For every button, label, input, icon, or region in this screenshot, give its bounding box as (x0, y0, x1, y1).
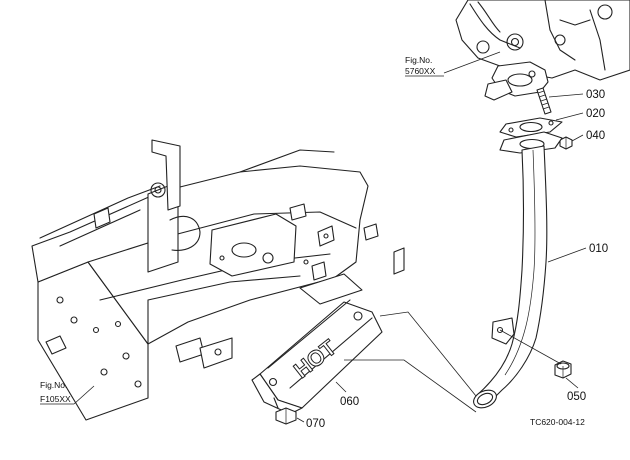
engine-figure-reference: Fig.No. 5760XX (405, 55, 444, 77)
label-050: 050 (567, 391, 586, 403)
bolt-070 (273, 397, 297, 425)
engine-fig-title: Fig.No. (405, 55, 432, 65)
nut-040 (559, 136, 573, 150)
bolt-050 (554, 360, 572, 379)
engine-block (455, 0, 630, 101)
drawing-code: TC620-004-12 (530, 417, 585, 427)
stud-bolt-030 (536, 87, 552, 115)
tractor-frame (31, 139, 405, 421)
label-040: 040 (586, 130, 605, 142)
label-010: 010 (589, 243, 608, 255)
label-060: 060 (340, 396, 359, 408)
engine-fig-number: 5760XX (405, 66, 436, 76)
frame-figure-reference: Fig.No. F105XX (40, 380, 95, 405)
label-070: 070 (306, 418, 325, 430)
heat-cover-060: HOT (251, 299, 383, 415)
label-020: 020 (586, 108, 605, 120)
frame-fig-number: F105XX (40, 394, 71, 404)
gasket-020 (499, 117, 563, 138)
frame-fig-title: Fig.No. (40, 380, 67, 390)
label-030: 030 (586, 89, 605, 101)
exhaust-pipe-010 (473, 131, 563, 409)
